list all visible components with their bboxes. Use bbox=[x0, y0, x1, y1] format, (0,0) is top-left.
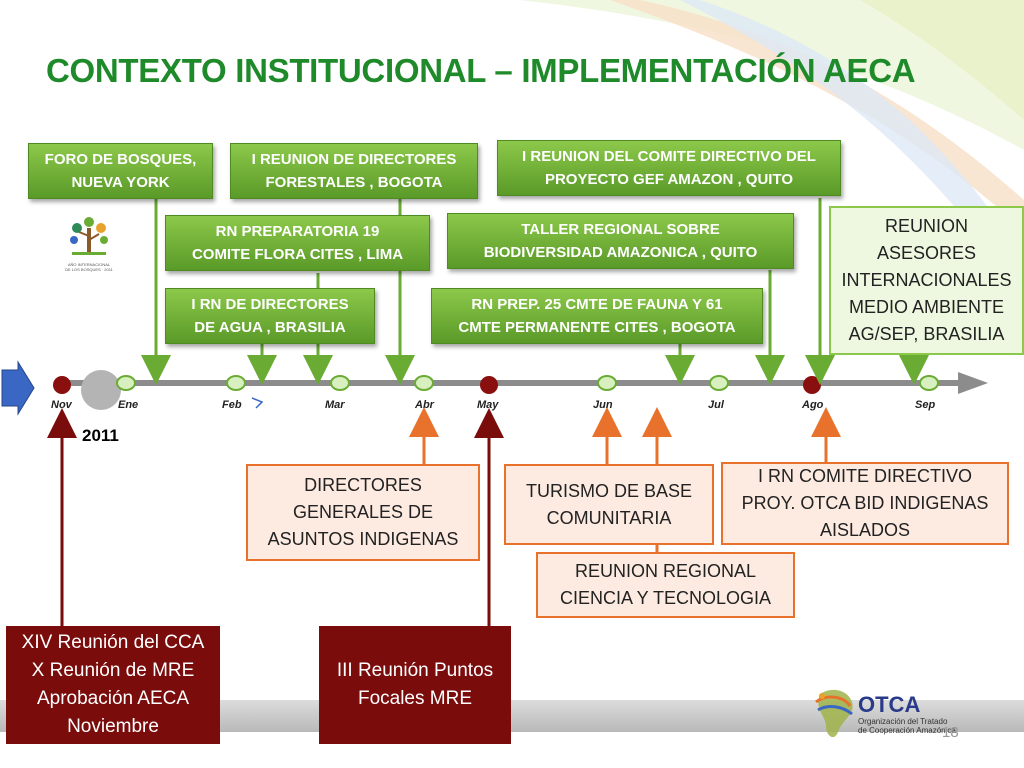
event-asuntos-indigenas: DIRECTORES GENERALES DE ASUNTOS INDIGENA… bbox=[246, 464, 480, 561]
event-puntos-focales: III Reunión Puntos Focales MRE bbox=[319, 626, 511, 744]
event-taller-regional: TALLER REGIONAL SOBRE BIODIVERSIDAD AMAZ… bbox=[447, 213, 794, 269]
otca-logo-icon bbox=[815, 689, 853, 738]
timeline-dot-ene bbox=[116, 375, 136, 391]
month-label-feb: Feb bbox=[222, 399, 242, 411]
timeline-dot-jul bbox=[709, 375, 729, 391]
event-cca-mre: XIV Reunión del CCA X Reunión de MRE Apr… bbox=[6, 626, 220, 744]
month-label-jun: Jun bbox=[593, 399, 613, 411]
event-rn-prep-25: RN PREP. 25 CMTE DE FAUNA Y 61 CMTE PERM… bbox=[431, 288, 763, 344]
month-label-ago: Ago bbox=[802, 399, 824, 411]
timeline-dot-sep bbox=[919, 375, 939, 391]
forest-year-emblem: AÑO INTERNACIONAL DE LOS BOSQUES · 2011 bbox=[62, 210, 116, 280]
month-label-ene: Ene bbox=[118, 399, 139, 411]
blue-arrow-icon bbox=[1, 360, 35, 416]
event-label: TALLER REGIONAL SOBRE BIODIVERSIDAD AMAZ… bbox=[483, 221, 758, 261]
event-label: REUNION ASESORES INTERNACIONALES MEDIO A… bbox=[841, 216, 1012, 344]
event-label: XIV Reunión del CCA X Reunión de MRE Apr… bbox=[21, 632, 205, 737]
event-ciencia-tecnologia: REUNION REGIONAL CIENCIA Y TECNOLOGIA bbox=[536, 552, 795, 618]
event-label: RN PREPARATORIA 19 COMITE FLORA CITES , … bbox=[191, 223, 404, 263]
event-label: I RN DE DIRECTORES DE AGUA , BRASILIA bbox=[191, 296, 349, 336]
tick-mark bbox=[251, 397, 264, 409]
timeline-dot-feb bbox=[226, 375, 246, 391]
timeline-dot-mar bbox=[330, 375, 350, 391]
event-comite-gef: I REUNION DEL COMITE DIRECTIVO DEL PROYE… bbox=[497, 140, 841, 196]
event-label: I REUNION DEL COMITE DIRECTIVO DEL PROYE… bbox=[522, 148, 816, 188]
event-directores-forestales: I REUNION DE DIRECTORES FORESTALES , BOG… bbox=[230, 143, 478, 199]
grey-marker bbox=[81, 370, 121, 410]
event-comite-bid-indigenas: I RN COMITE DIRECTIVO PROY. OTCA BID IND… bbox=[721, 462, 1009, 545]
event-rn-prep-19: RN PREPARATORIA 19 COMITE FLORA CITES , … bbox=[165, 215, 430, 271]
timeline-dot-jun bbox=[597, 375, 617, 391]
year-label: 2011 bbox=[82, 426, 119, 445]
event-foro-bosques: FORO DE BOSQUES, NUEVA YORK bbox=[28, 143, 213, 199]
emblem-caption: AÑO INTERNACIONAL DE LOS BOSQUES · 2011 bbox=[65, 262, 113, 272]
event-label: I REUNION DE DIRECTORES FORESTALES , BOG… bbox=[251, 151, 457, 191]
tree-icon bbox=[70, 217, 108, 255]
event-asesores-internacionales: REUNION ASESORES INTERNACIONALES MEDIO A… bbox=[829, 206, 1024, 355]
otca-subtitle: Organización del Tratado de Cooperación … bbox=[858, 717, 956, 735]
event-label: I RN COMITE DIRECTIVO PROY. OTCA BID IND… bbox=[741, 466, 989, 540]
event-label: RN PREP. 25 CMTE DE FAUNA Y 61 CMTE PERM… bbox=[458, 296, 736, 336]
event-label: FORO DE BOSQUES, NUEVA YORK bbox=[44, 151, 197, 191]
event-i-rn-directores-agua: I RN DE DIRECTORES DE AGUA , BRASILIA bbox=[165, 288, 375, 344]
event-turismo-comunitaria: TURISMO DE BASE COMUNITARIA bbox=[504, 464, 714, 545]
event-label: TURISMO DE BASE COMUNITARIA bbox=[525, 480, 693, 528]
otca-name: OTCA bbox=[858, 692, 921, 717]
month-label-mar: Mar bbox=[325, 399, 345, 411]
month-label-sep: Sep bbox=[915, 399, 936, 411]
timeline-dot-ago bbox=[803, 376, 821, 394]
timeline-dot-may bbox=[480, 376, 498, 394]
event-label: REUNION REGIONAL CIENCIA Y TECNOLOGIA bbox=[559, 561, 772, 608]
month-label-nov: Nov bbox=[51, 399, 72, 411]
page-title: CONTEXTO INSTITUCIONAL – IMPLEMENTACIÓN … bbox=[46, 52, 916, 89]
month-label-jul: Jul bbox=[708, 399, 724, 411]
event-label: III Reunión Puntos Focales MRE bbox=[336, 660, 494, 709]
otca-logo: OTCA Organización del Tratado de Coopera… bbox=[812, 684, 992, 744]
month-label-may: May bbox=[477, 399, 499, 411]
slide-number: 18 bbox=[942, 724, 959, 741]
timeline-dot-nov bbox=[53, 376, 71, 394]
timeline-dot-abr bbox=[414, 375, 434, 391]
event-label: DIRECTORES GENERALES DE ASUNTOS INDIGENA… bbox=[267, 475, 459, 549]
timeline-arrowhead bbox=[958, 372, 988, 394]
month-label-abr: Abr bbox=[415, 399, 434, 411]
